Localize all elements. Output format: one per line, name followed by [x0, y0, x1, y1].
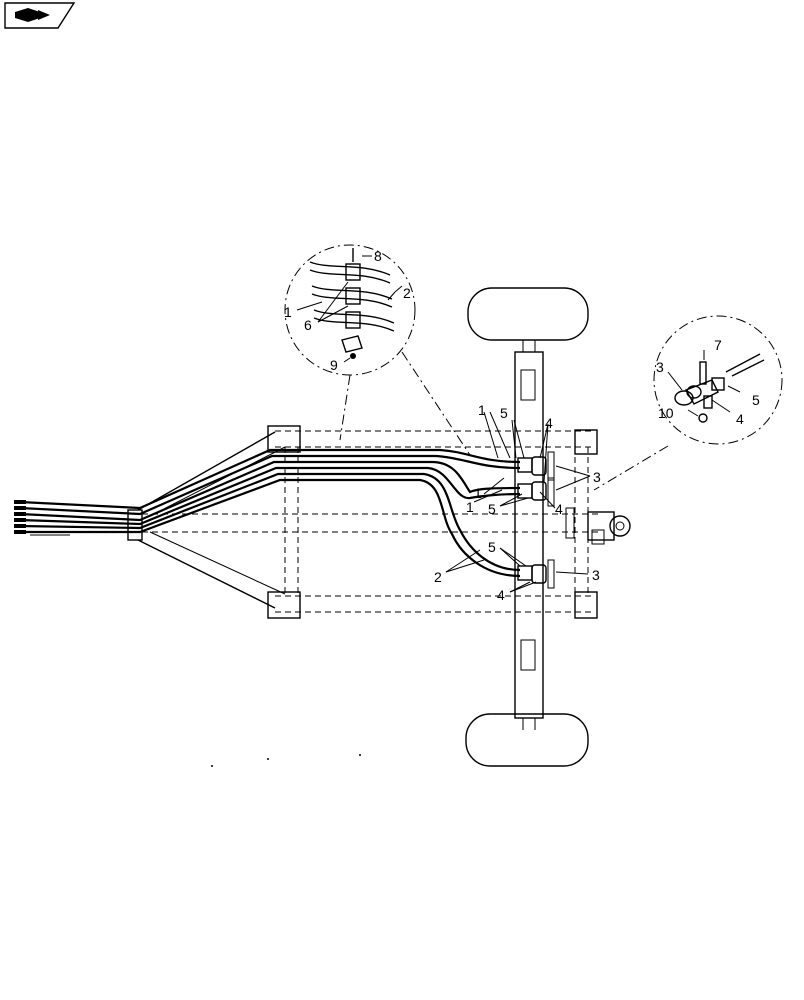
callout-4: 4	[555, 501, 563, 517]
callout-4: 4	[545, 415, 553, 431]
callout-labels: 1 5 4 3 1 1 5 4 5 2 3 4 8 2 1 6 9 7 3 5 …	[284, 248, 760, 603]
callout-10: 10	[658, 405, 674, 421]
callout-5: 5	[752, 392, 760, 408]
callout-1: 1	[478, 402, 486, 418]
callout-4: 4	[497, 587, 505, 603]
callout-3: 3	[593, 469, 601, 485]
callout-5: 5	[488, 539, 496, 555]
callout-1: 1	[466, 499, 474, 515]
callout-3: 3	[656, 359, 664, 375]
axle-assembly	[514, 340, 544, 730]
callout-6: 6	[304, 317, 312, 333]
callout-1: 1	[474, 485, 482, 501]
callout-7: 7	[714, 337, 722, 353]
callout-2: 2	[403, 285, 411, 301]
callout-8: 8	[374, 248, 382, 264]
top-wheel	[467, 287, 589, 341]
callout-4: 4	[736, 411, 744, 427]
detail-circle-coupler	[593, 315, 783, 491]
coupler-fittings	[517, 451, 555, 589]
callout-5: 5	[488, 501, 496, 517]
callout-1: 1	[284, 304, 292, 320]
callout-3: 3	[592, 567, 600, 583]
callout-5: 5	[500, 405, 508, 421]
callout-2: 2	[434, 569, 442, 585]
leader-lines	[445, 411, 591, 593]
book-arrow-icon[interactable]	[4, 2, 76, 29]
callout-9: 9	[330, 357, 338, 373]
detail-circle-clamp	[284, 244, 471, 456]
trailer-frame	[127, 425, 631, 619]
bottom-wheel	[465, 713, 589, 767]
hydraulic-hoses	[14, 448, 521, 578]
